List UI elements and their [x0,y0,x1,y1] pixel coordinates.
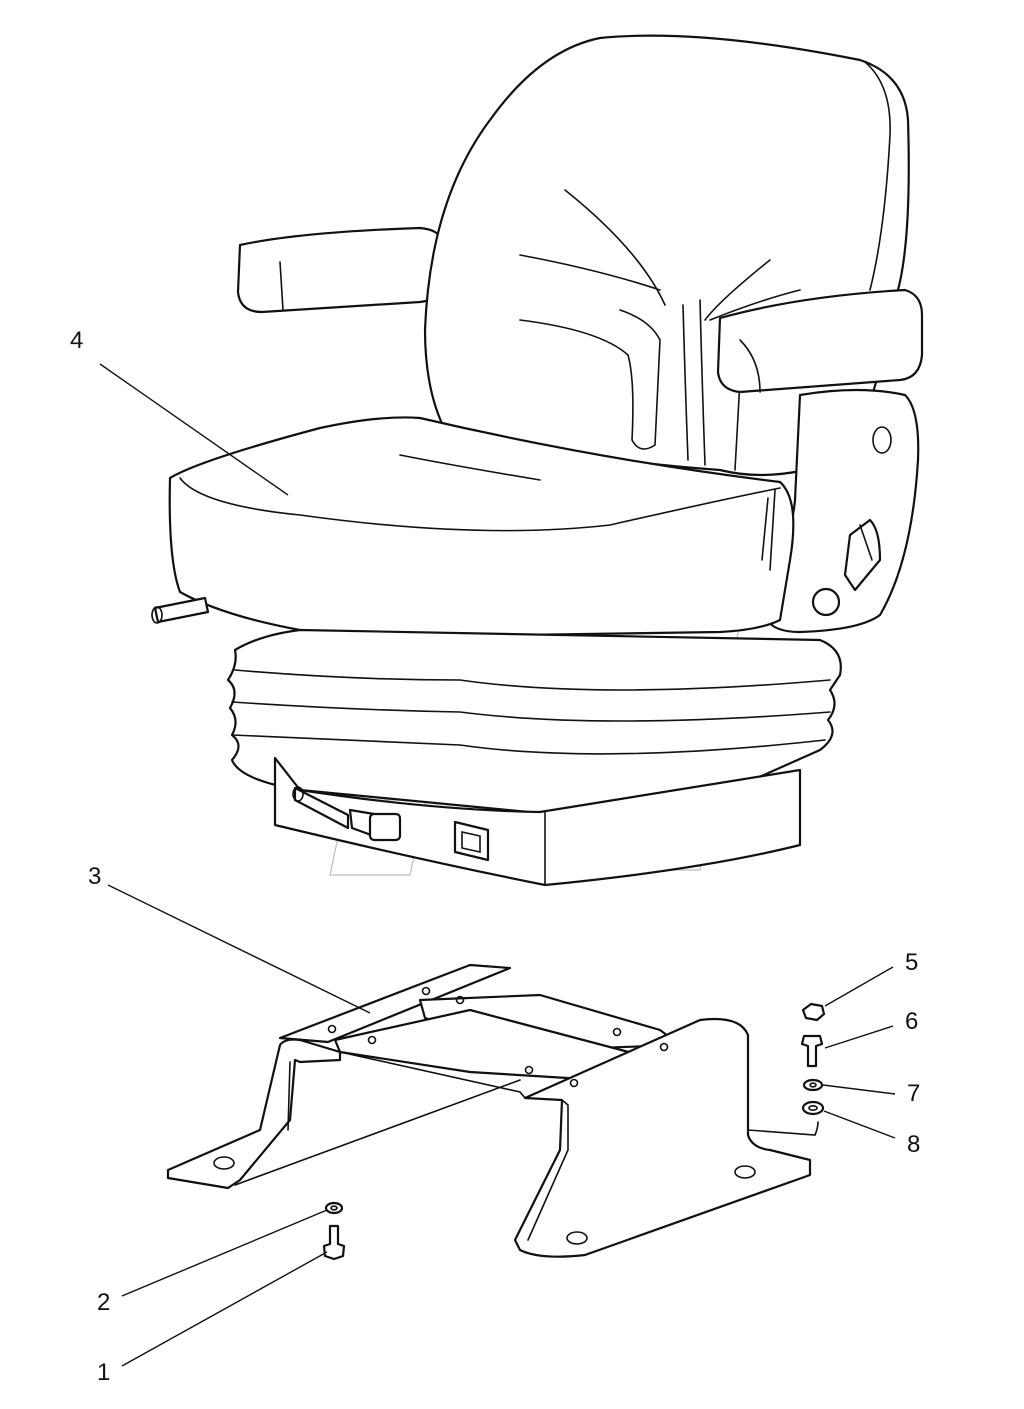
seat-cushion [168,416,795,639]
leader-lines [99,363,896,1367]
callout-1: 1 [97,1359,110,1386]
adjust-lever [843,518,882,592]
callout-3: 3 [88,863,101,890]
height-indicator [453,820,490,862]
bolt-lower [322,1224,346,1261]
nut [801,1002,826,1022]
callout-4: 4 [70,327,83,354]
right-armrest [716,288,924,394]
callout-8: 8 [907,1131,920,1158]
washer-upper [802,1078,824,1092]
left-armrest [236,226,442,314]
callout-5: 5 [905,949,918,976]
seat-assembly [151,34,924,887]
fasteners [322,1002,826,1261]
seat-base [273,756,802,887]
lock-washer [801,1100,825,1116]
bracket-right-leg [513,1017,812,1258]
seat-bracket [166,963,819,1258]
washer-lower [324,1201,344,1215]
fore-aft-lever [153,596,210,624]
bracket-left-leg [166,1038,342,1190]
callout-2: 2 [97,1289,110,1316]
bolt-upper [800,1034,824,1068]
callout-labels: 4 3 5 6 7 8 2 1 [70,327,920,1386]
callout-6: 6 [905,1008,918,1035]
callout-7: 7 [907,1080,920,1107]
